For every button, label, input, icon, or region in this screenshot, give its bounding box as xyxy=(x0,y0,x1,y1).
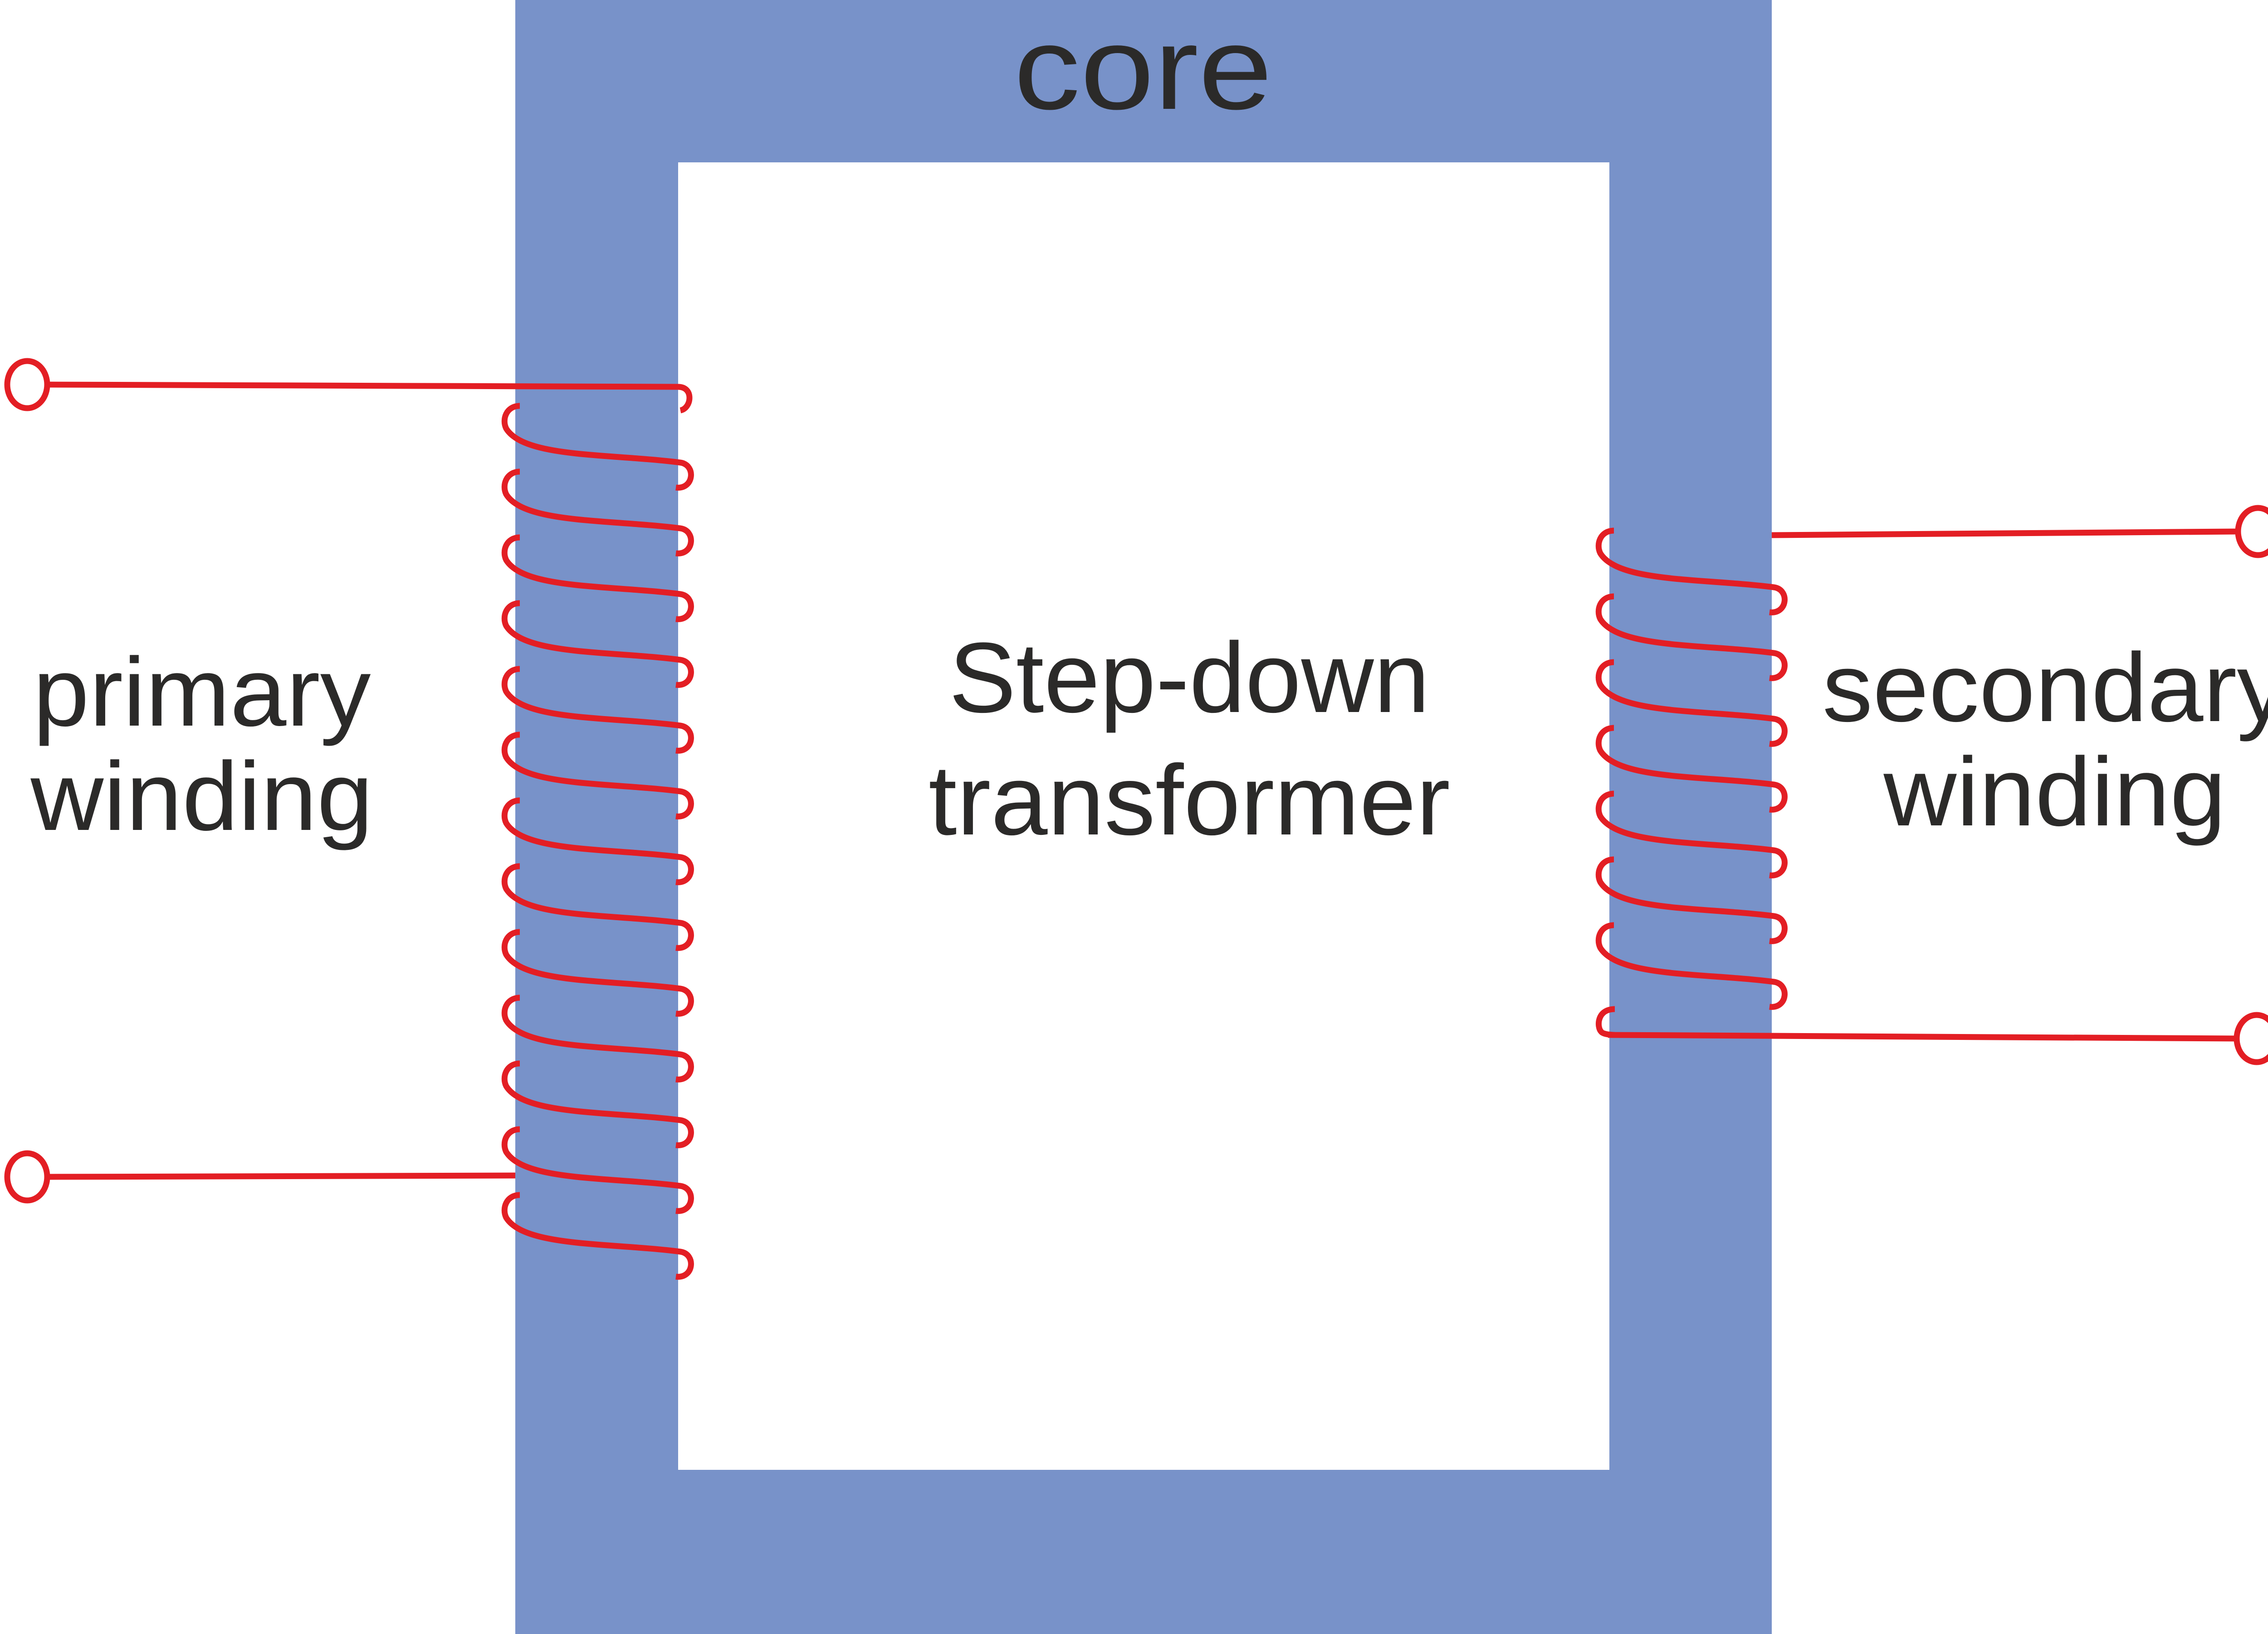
primary-top-terminal-icon xyxy=(4,358,50,411)
primary-winding-label-line1: primary xyxy=(33,637,371,746)
primary-winding xyxy=(4,358,694,1280)
transformer-title-line2: transformer xyxy=(929,744,1450,856)
core-label: core xyxy=(1014,3,1272,134)
transformer-title-line1: Step-down xyxy=(949,622,1430,733)
primary-bottom-lead-wire xyxy=(47,1172,516,1180)
secondary-top-lead-wire xyxy=(1771,528,2237,538)
primary-top-lead-wire xyxy=(47,381,679,390)
secondary-top-terminal-icon xyxy=(2235,505,2268,558)
primary-bottom-terminal-icon xyxy=(4,1150,50,1204)
secondary-bottom-lead-wire xyxy=(1608,1032,2237,1042)
primary-winding-label-line2: winding xyxy=(30,741,373,851)
primary-coil-turns xyxy=(501,403,694,1280)
secondary-winding xyxy=(1595,505,2268,1065)
primary-top-hook xyxy=(678,384,693,414)
secondary-bottom-terminal-icon xyxy=(2234,1012,2268,1065)
secondary-coil-turns xyxy=(1595,527,1788,1010)
transformer-core xyxy=(515,0,1772,1634)
secondary-winding-label-line2: winding xyxy=(1883,737,2226,846)
secondary-winding-label-line1: secondary xyxy=(1823,633,2268,742)
